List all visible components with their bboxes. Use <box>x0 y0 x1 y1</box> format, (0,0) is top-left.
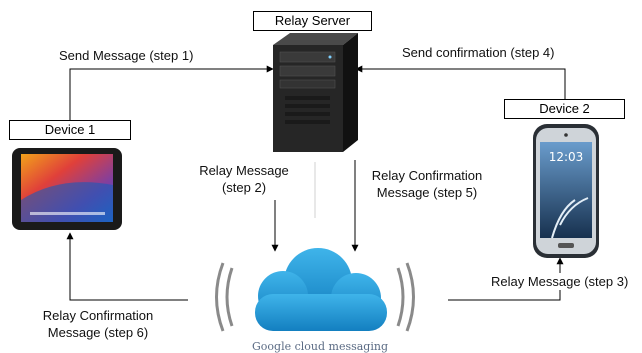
step-6-line-2: Message (step 6) <box>47 325 149 340</box>
step-6-label: Relay Confirmation Message (step 6) <box>33 307 163 341</box>
step-5-line-1: Relay Confirmation <box>371 168 483 183</box>
arrow-step-3 <box>448 257 564 301</box>
step-1-label: Send Message (step 1) <box>59 47 194 64</box>
tablet-icon <box>12 148 122 230</box>
relay-server-label: Relay Server <box>253 11 372 31</box>
server-icon <box>273 33 358 218</box>
step-6-line-1: Relay Confirmation <box>42 308 154 323</box>
step-5-line-2: Message (step 5) <box>376 185 478 200</box>
device-2-label: Device 2 <box>504 99 625 119</box>
device-1-label: Device 1 <box>9 120 131 140</box>
step-2-line-2: (step 2) <box>221 180 267 195</box>
gcm-caption: Google cloud messaging <box>252 340 388 353</box>
cloud-icon <box>215 248 415 332</box>
step-3-label: Relay Message (step 3) <box>491 273 629 290</box>
phone-icon: 12:03 <box>533 124 599 258</box>
arrow-step-1 <box>69 65 274 122</box>
step-4-label: Send confirmation (step 4) <box>402 44 555 61</box>
step-2-line-1: Relay Message <box>199 163 289 178</box>
arrow-step-4 <box>355 65 566 100</box>
arrow-step-6 <box>66 232 188 301</box>
step-5-label: Relay Confirmation Message (step 5) <box>364 167 490 201</box>
step-2-label: Relay Message (step 2) <box>192 162 296 196</box>
phone-clock-text: 12:03 <box>549 150 584 164</box>
